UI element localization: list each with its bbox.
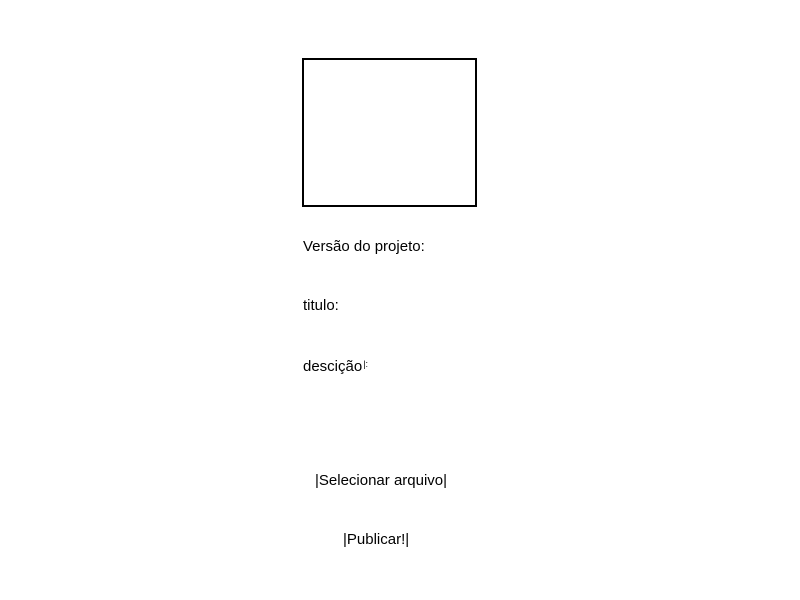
title-label: titulo: (303, 297, 339, 314)
image-preview-box (302, 58, 477, 207)
publish-button[interactable]: |Publicar!| (343, 531, 410, 548)
description-label: descição (303, 358, 363, 375)
project-version-label: Versão do projeto: (303, 238, 425, 255)
description-label-mark: |: (363, 359, 369, 369)
description-label-row: descição|: (303, 355, 368, 376)
select-file-button[interactable]: |Selecionar arquivo| (315, 472, 448, 489)
